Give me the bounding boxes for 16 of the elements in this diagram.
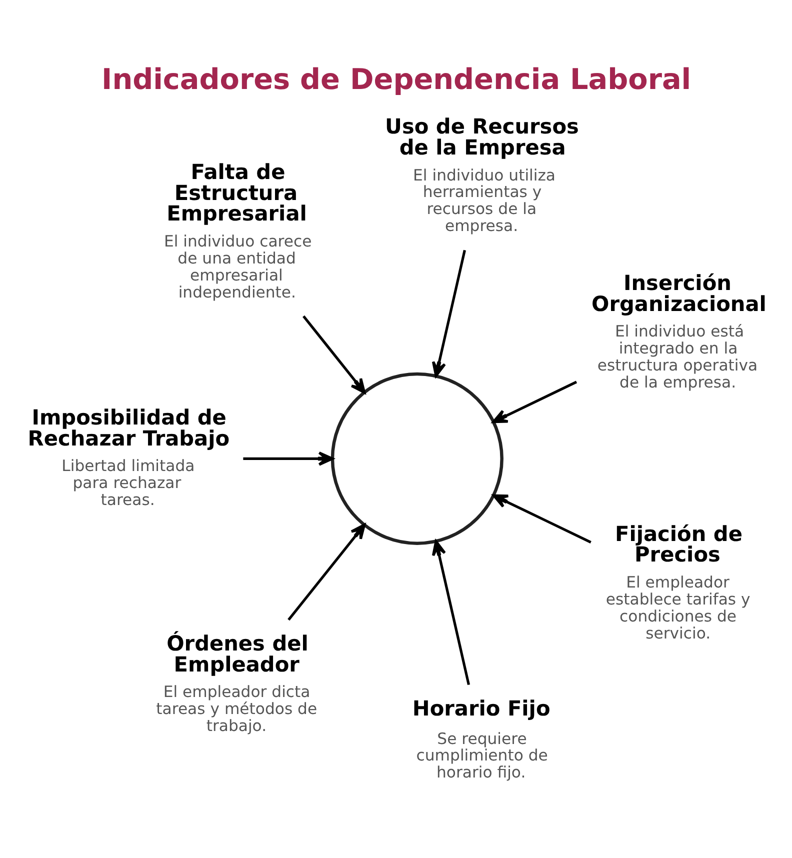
node-text: Uso de Recursos de la Empresa El individuo utiliza herramientas y recursos de la empresa. bbox=[385, 114, 579, 236]
node-circle bbox=[330, 372, 504, 545]
arrow bbox=[302, 315, 366, 394]
arrow bbox=[492, 380, 578, 424]
node-text: Imposibilidad de Rechazar Trabajo Libertad limitada para rechazar tareas. bbox=[28, 406, 230, 510]
node-text: Fijación de Precios El empleador establece tarifas y condiciones de servicio. bbox=[606, 522, 750, 642]
node-text: Inserción Organizacional El individuo está integrado en la estructura operativa de la empresa. bbox=[592, 270, 766, 392]
diagram-title: Indicadores de Dependencia Laboral bbox=[102, 62, 692, 96]
arrow bbox=[243, 451, 334, 466]
node-text: Horario Fijo Se requiere cumplimiento de horario fijo. bbox=[412, 696, 550, 782]
node-text: Falta de Estructura Empresarial El individuo carece de una entidad empresarial independiente. bbox=[164, 160, 312, 302]
arrow bbox=[288, 524, 366, 621]
node-text: Órdenes del Empleador El empleador dicta tareas y métodos de trabajo. bbox=[156, 631, 318, 735]
arrow bbox=[492, 494, 592, 544]
arrow bbox=[432, 540, 470, 686]
arrow bbox=[432, 250, 466, 378]
